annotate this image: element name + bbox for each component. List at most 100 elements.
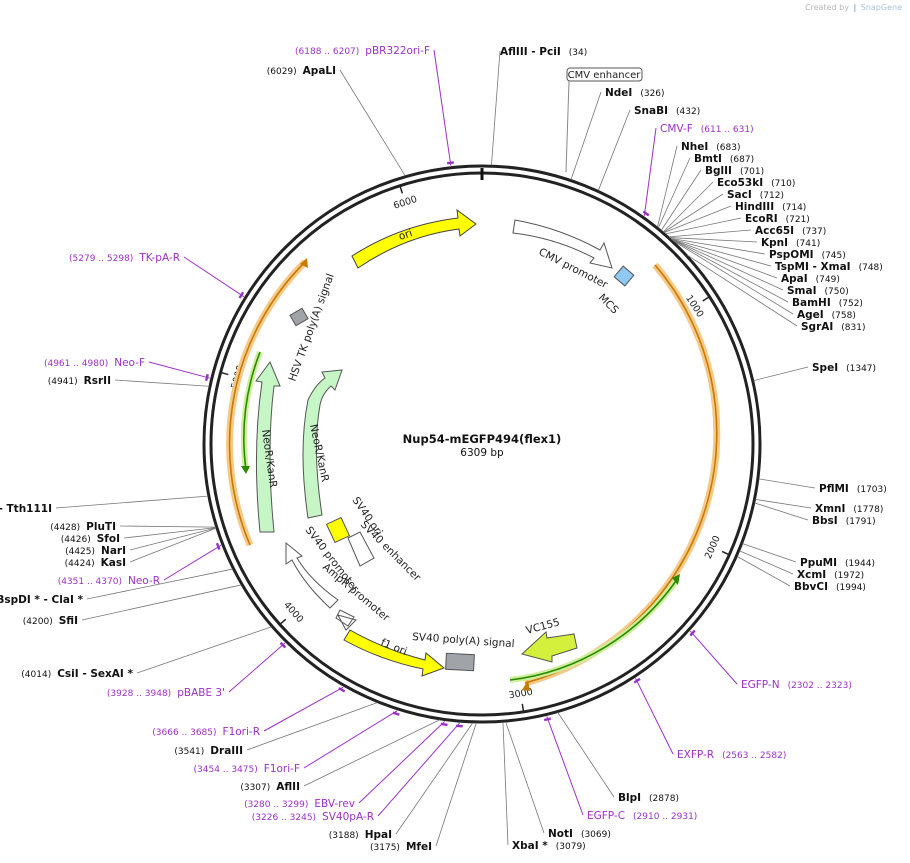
cmv-enhancer-box[interactable] [566, 67, 643, 82]
site-position: (710) [771, 179, 795, 189]
vc155-label: VC155 [525, 616, 561, 637]
primer-label[interactable]: CMV-F(611 .. 631) [660, 123, 754, 135]
primer-label[interactable]: (3226 .. 3245)SV40pA-R [252, 811, 374, 823]
sv40-enhancer-feature[interactable] [347, 531, 375, 567]
ori-feature[interactable] [351, 208, 477, 269]
primer-leader [183, 256, 245, 298]
primer-name: F1ori-F [264, 763, 300, 775]
vc155-feature[interactable] [520, 631, 578, 663]
ampr-promoter-feature[interactable] [335, 609, 357, 631]
primer-binding-mark [447, 161, 454, 165]
site-name: HpaI [365, 829, 392, 841]
site-position: (6029) [267, 67, 297, 77]
primer-leader [358, 721, 445, 804]
sv40-promoter-feature[interactable] [285, 541, 339, 609]
site-position: (3188) [329, 831, 359, 841]
primer-label[interactable]: EGFP-C(2910 .. 2931) [587, 810, 697, 822]
site-label[interactable]: (4428)PluTI [50, 521, 116, 533]
site-label[interactable]: BbsI(1791) [812, 515, 876, 527]
primer-label[interactable]: (5279 .. 5298)TK-pA-R [69, 252, 180, 264]
site-label[interactable]: PspOMI(745) [769, 249, 846, 261]
tick-label: 2000 [703, 534, 723, 561]
primer-label[interactable]: (4961 .. 4980)Neo-F [44, 357, 145, 369]
primer-label[interactable]: EGFP-N(2302 .. 2323) [741, 679, 852, 691]
primer-label[interactable]: (3454 .. 3475)F1ori-F [194, 763, 301, 775]
primer-label[interactable]: (4351 .. 4370)Neo-R [58, 575, 160, 587]
mcs-feature[interactable] [613, 265, 635, 287]
site-label[interactable]: (3307)AflII [240, 781, 300, 793]
site-label[interactable]: (4265)BspDI * - ClaI * [0, 594, 84, 606]
site-position: (1778) [853, 505, 883, 515]
site-label[interactable]: TspMI - XmaI(748) [775, 261, 883, 273]
site-label[interactable]: (4941)RsrII [48, 375, 111, 387]
site-label[interactable]: (4424)KasI [65, 557, 126, 569]
site-label[interactable]: HindIII(714) [735, 201, 806, 213]
site-label[interactable]: SnaBI(432) [634, 105, 700, 117]
site-position: (4941) [48, 377, 78, 387]
site-label[interactable]: SmaI(750) [787, 285, 849, 297]
site-label[interactable]: XbaI *(3079) [512, 840, 586, 852]
site-label[interactable]: NheI(683) [681, 141, 741, 153]
cmv-promoter-feature[interactable] [512, 219, 613, 269]
hsv-tk-polya-feature[interactable] [289, 307, 309, 327]
site-leader [123, 527, 216, 539]
primer-label[interactable]: (3280 .. 3299)EBV-rev [244, 798, 355, 810]
site-label[interactable]: ApaI(749) [781, 273, 840, 285]
site-label[interactable]: AgeI(758) [797, 309, 856, 321]
site-label[interactable]: (4200)SfiI [23, 615, 78, 627]
site-label[interactable]: SpeI(1347) [812, 362, 876, 374]
site-label[interactable]: SgrAI(831) [801, 321, 866, 333]
site-label[interactable]: BlpI(2878) [618, 792, 679, 804]
site-label[interactable]: SacI(712) [727, 189, 784, 201]
site-label[interactable]: (3541)DraIII [174, 745, 243, 757]
site-label[interactable]: EcoRI(721) [745, 213, 810, 225]
site-position: (3307) [240, 783, 270, 793]
primer-label[interactable]: (3928 .. 3948)pBABE 3' [107, 687, 225, 699]
site-label[interactable]: (6029)ApaLI [267, 65, 336, 77]
site-leader [668, 229, 752, 238]
site-label[interactable]: PpuMI(1944) [800, 557, 875, 569]
site-label[interactable]: BglII(701) [705, 165, 764, 177]
f1-ori-feature[interactable] [343, 629, 445, 677]
site-leader [671, 238, 772, 267]
site-label[interactable]: BbvCI(1994) [794, 581, 866, 593]
site-label[interactable]: (4426)SfoI [61, 533, 120, 545]
site-label[interactable]: Acc65I(737) [755, 225, 826, 237]
site-label[interactable]: (4014)CsiI - SexAI * [21, 668, 133, 680]
site-name: KpnI [761, 237, 788, 249]
site-label[interactable]: XmnI(1778) [815, 503, 883, 515]
site-label[interactable]: BmtI(687) [694, 153, 754, 165]
site-label[interactable]: NdeI(326) [605, 87, 665, 99]
site-position: (4426) [61, 535, 91, 545]
primer-leader [163, 544, 222, 581]
site-label[interactable]: NotI(3069) [548, 828, 611, 840]
sv40-polya-feature[interactable] [445, 652, 475, 672]
primer-label[interactable]: (3666 .. 3685)F1ori-R [152, 726, 260, 738]
site-position: (1347) [846, 364, 876, 374]
site-position: (721) [786, 215, 810, 225]
site-label[interactable]: (3175)MfeI [370, 841, 432, 853]
site-label[interactable]: PflMI(1703) [819, 483, 887, 495]
site-label[interactable]: (4425)NarI [65, 545, 126, 557]
site-position: (3069) [581, 830, 611, 840]
site-name: NarI [101, 545, 126, 557]
neor-kanr-feature-inner[interactable] [302, 369, 343, 519]
neor-kanr-feature-outer[interactable] [255, 360, 281, 533]
site-label[interactable]: (3188) HpaI [329, 829, 392, 841]
primer-label[interactable]: EXFP-R(2563 .. 2582) [677, 749, 786, 761]
site-label[interactable]: (4543)PflFI - Tth111I [0, 503, 52, 515]
site-label[interactable]: BamHI(752) [792, 297, 863, 309]
site-label[interactable]: AflIII - PciI(34) [500, 46, 587, 58]
backbone-outer-ring [202, 164, 762, 724]
tick-mark [721, 550, 730, 556]
site-label[interactable]: KpnI(741) [761, 237, 820, 249]
site-label[interactable]: XcmI(1972) [797, 569, 864, 581]
site-label[interactable]: Eco53kI(710) [717, 177, 795, 189]
site-position: (3541) [174, 747, 204, 757]
primer-leader [433, 49, 452, 166]
primer-position: (2563 .. 2582) [722, 751, 786, 761]
primer-label[interactable]: (6188 .. 6207)pBR322ori-F [295, 45, 430, 57]
sv40-ori-feature[interactable] [325, 516, 351, 544]
egfp-arrowhead-icon [522, 680, 530, 691]
